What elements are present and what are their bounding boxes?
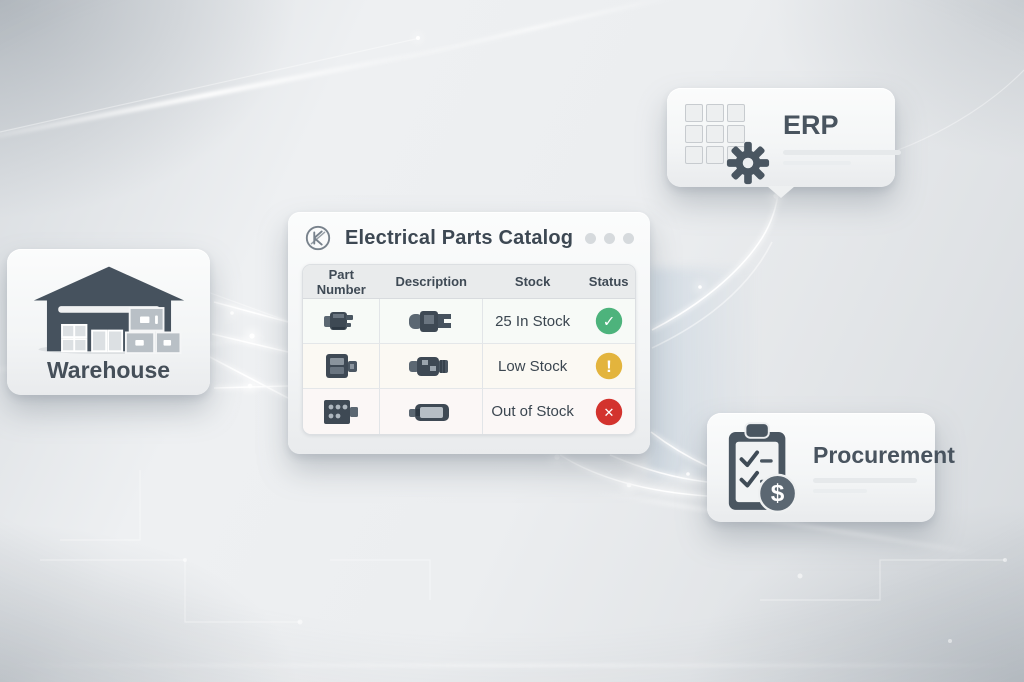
status-cell: ✓ [582,299,635,343]
stock-text: Out of Stock [491,403,574,420]
description-cell [380,389,483,434]
corner-shade [0,0,300,220]
barrel-connector-icon [408,403,449,421]
parts-table: Part Number Description Stock Status [302,264,636,435]
window-title: Electrical Parts Catalog [345,226,574,249]
part-number-cell [303,389,380,434]
status-glyph: ✕ [603,405,614,420]
status-cell: ! [582,344,635,388]
corner-shade [684,502,1024,682]
connector-plug-small-icon [323,312,353,330]
procurement-node-card[interactable]: $ Procurement [707,413,955,522]
window-control-dot[interactable] [585,232,596,244]
light-streak [383,0,687,65]
corner-shade [0,522,300,682]
table-row[interactable]: Low Stock ! [303,344,635,389]
column-header-stock: Stock [514,274,551,289]
stock-cell: 25 In Stock [483,299,582,343]
table-header-row: Part Number Description Stock Status [303,265,635,299]
window-control-dot[interactable] [623,232,634,244]
window-controls [585,232,634,244]
status-glyph: ! [606,357,612,376]
procurement-label: Procurement [813,442,955,468]
stock-text: 25 In Stock [495,312,571,330]
connector-block-icon [325,354,357,378]
column-header-status: Status [588,274,629,289]
warehouse-node-card[interactable]: Warehouse [7,249,210,395]
erp-label: ERP [783,110,839,140]
stock-cell: Out of Stock [483,389,582,434]
clipboard-checklist-icon: $ [723,420,799,516]
table-row[interactable]: 25 In Stock ✓ [303,299,635,344]
grid-gear-icon [685,102,770,184]
stock-text: Low Stock [498,357,568,375]
terminal-block-icon [323,399,358,424]
window-titlebar[interactable]: Electrical Parts Catalog [288,212,650,264]
status-ok-icon: ✓ [595,307,622,335]
status-glyph: ✓ [602,314,615,331]
window-control-dot[interactable] [604,232,615,244]
part-number-cell [303,299,380,343]
light-streak [0,664,1024,667]
column-header-description: Description [395,274,467,289]
placeholder-lines [783,150,901,165]
warehouse-label: Warehouse [46,357,171,383]
dollar-badge-icon: $ [757,473,798,513]
stock-cell: Low Stock [483,344,582,388]
circled-k-logo-icon [305,225,331,251]
column-header-part-number: Part Number [316,266,366,297]
part-number-cell [303,344,380,388]
light-streak [0,40,476,149]
status-error-icon: ✕ [595,398,622,425]
dollar-glyph: $ [771,480,785,507]
connector-inline-icon [408,357,448,376]
description-cell [380,299,483,343]
connector-coupler-icon [408,311,451,332]
table-row[interactable]: Out of Stock ✕ [303,389,635,434]
warehouse-icon [29,261,189,355]
placeholder-lines [813,478,955,493]
parts-catalog-window[interactable]: Electrical Parts Catalog Part Number Des… [288,212,650,454]
gear-icon [726,141,770,184]
status-cell: ✕ [582,389,635,434]
erp-node-card[interactable]: ERP [667,88,901,187]
description-cell [380,344,483,388]
status-warning-icon: ! [595,352,622,380]
